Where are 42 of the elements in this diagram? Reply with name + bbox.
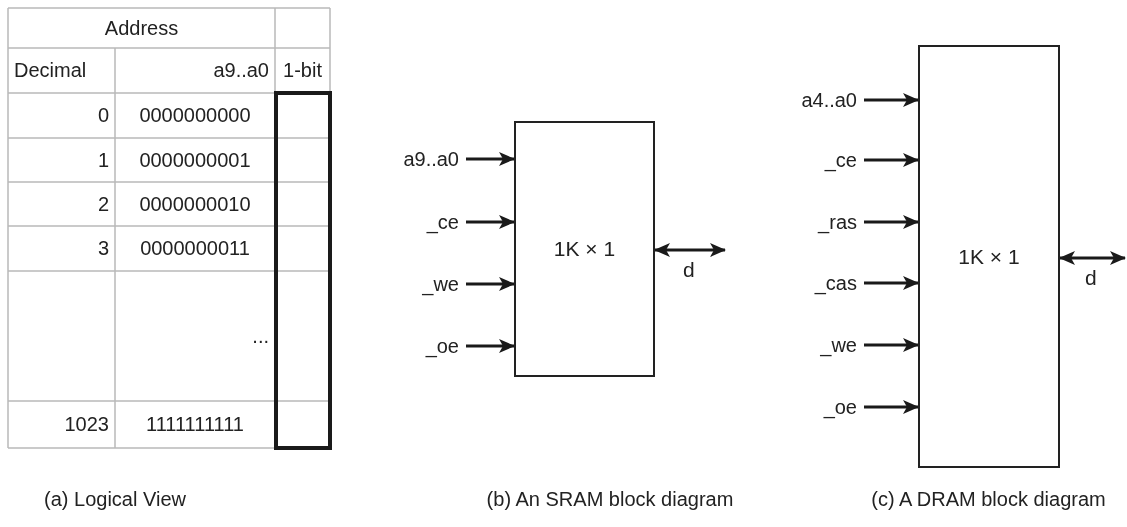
signal-label: _oe — [790, 395, 864, 419]
table-header: a9..a0 — [213, 59, 269, 82]
signal-label: _cas — [790, 271, 864, 295]
arrow — [466, 152, 515, 166]
signal-label: _ras — [790, 210, 864, 234]
arrow — [864, 338, 919, 352]
table-cell-text: 1023 — [64, 413, 109, 436]
memory-block: 1K × 1 — [514, 121, 655, 377]
arrow — [466, 339, 515, 353]
signal-label: _ce — [790, 148, 864, 172]
arrow — [864, 93, 919, 107]
table-cell-text: 1111111111 — [146, 413, 244, 436]
signal-label: _ce — [396, 210, 466, 234]
figure-caption: (a) Logical View — [43, 487, 187, 512]
table-cell-text: 0000000011 — [140, 237, 250, 260]
arrow — [864, 276, 919, 290]
table-cell-text: 0000000000 — [139, 104, 251, 127]
bidirectional-arrow — [654, 243, 726, 257]
table-header: Decimal — [14, 59, 87, 82]
arrow — [864, 400, 919, 414]
table-cell-text: 2 — [97, 192, 109, 216]
arrow — [864, 215, 919, 229]
table-header: Address — [104, 16, 179, 40]
signal-label: a9..a0 — [396, 147, 466, 171]
signal-label: _we — [396, 272, 466, 296]
signal-label: _we — [790, 333, 864, 357]
arrow — [864, 153, 919, 167]
figure-caption: (b) An SRAM block diagram — [485, 487, 735, 512]
arrow — [466, 277, 515, 291]
table-header: 1-bit — [283, 59, 322, 82]
arrow — [466, 215, 515, 229]
bidirectional-arrow — [1059, 251, 1126, 265]
table-cell-text: 0000000001 — [139, 148, 251, 172]
figure-caption: (c) A DRAM block diagram — [870, 487, 1107, 512]
signal-label: a4..a0 — [790, 88, 864, 112]
memory-block: 1K × 1 — [918, 45, 1060, 468]
table-cell-text: 1 — [97, 148, 109, 172]
table-cell-text: 0 — [97, 104, 109, 127]
signal-label: _oe — [396, 334, 466, 358]
table-cell-text: 3 — [97, 237, 109, 260]
table-cell-text: ... — [252, 324, 269, 348]
table-cell-text: 0000000010 — [139, 192, 251, 216]
